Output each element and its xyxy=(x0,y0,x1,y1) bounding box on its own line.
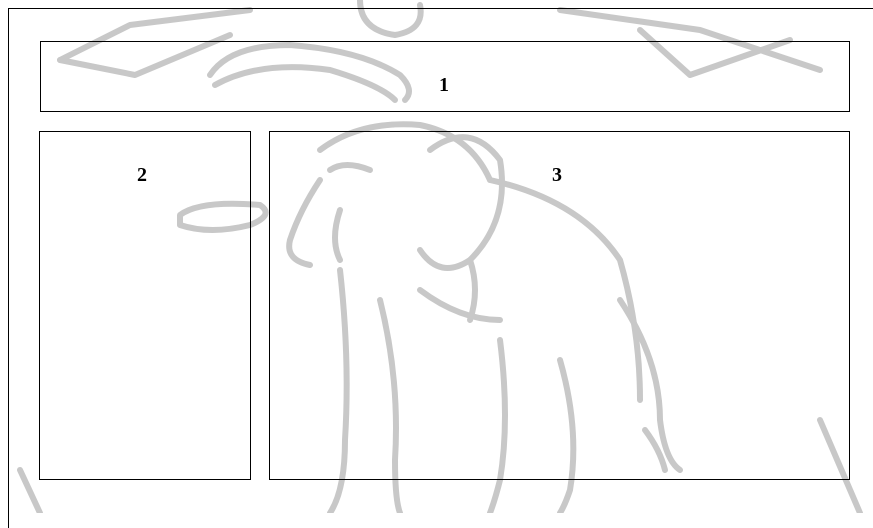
region-label-2: 2 xyxy=(137,165,147,185)
layout-region-1: 1 xyxy=(40,41,850,112)
region-label-3: 3 xyxy=(552,165,562,185)
layout-region-3: 3 xyxy=(269,131,850,480)
region-label-1: 1 xyxy=(439,75,449,95)
layout-region-2: 2 xyxy=(39,131,251,480)
